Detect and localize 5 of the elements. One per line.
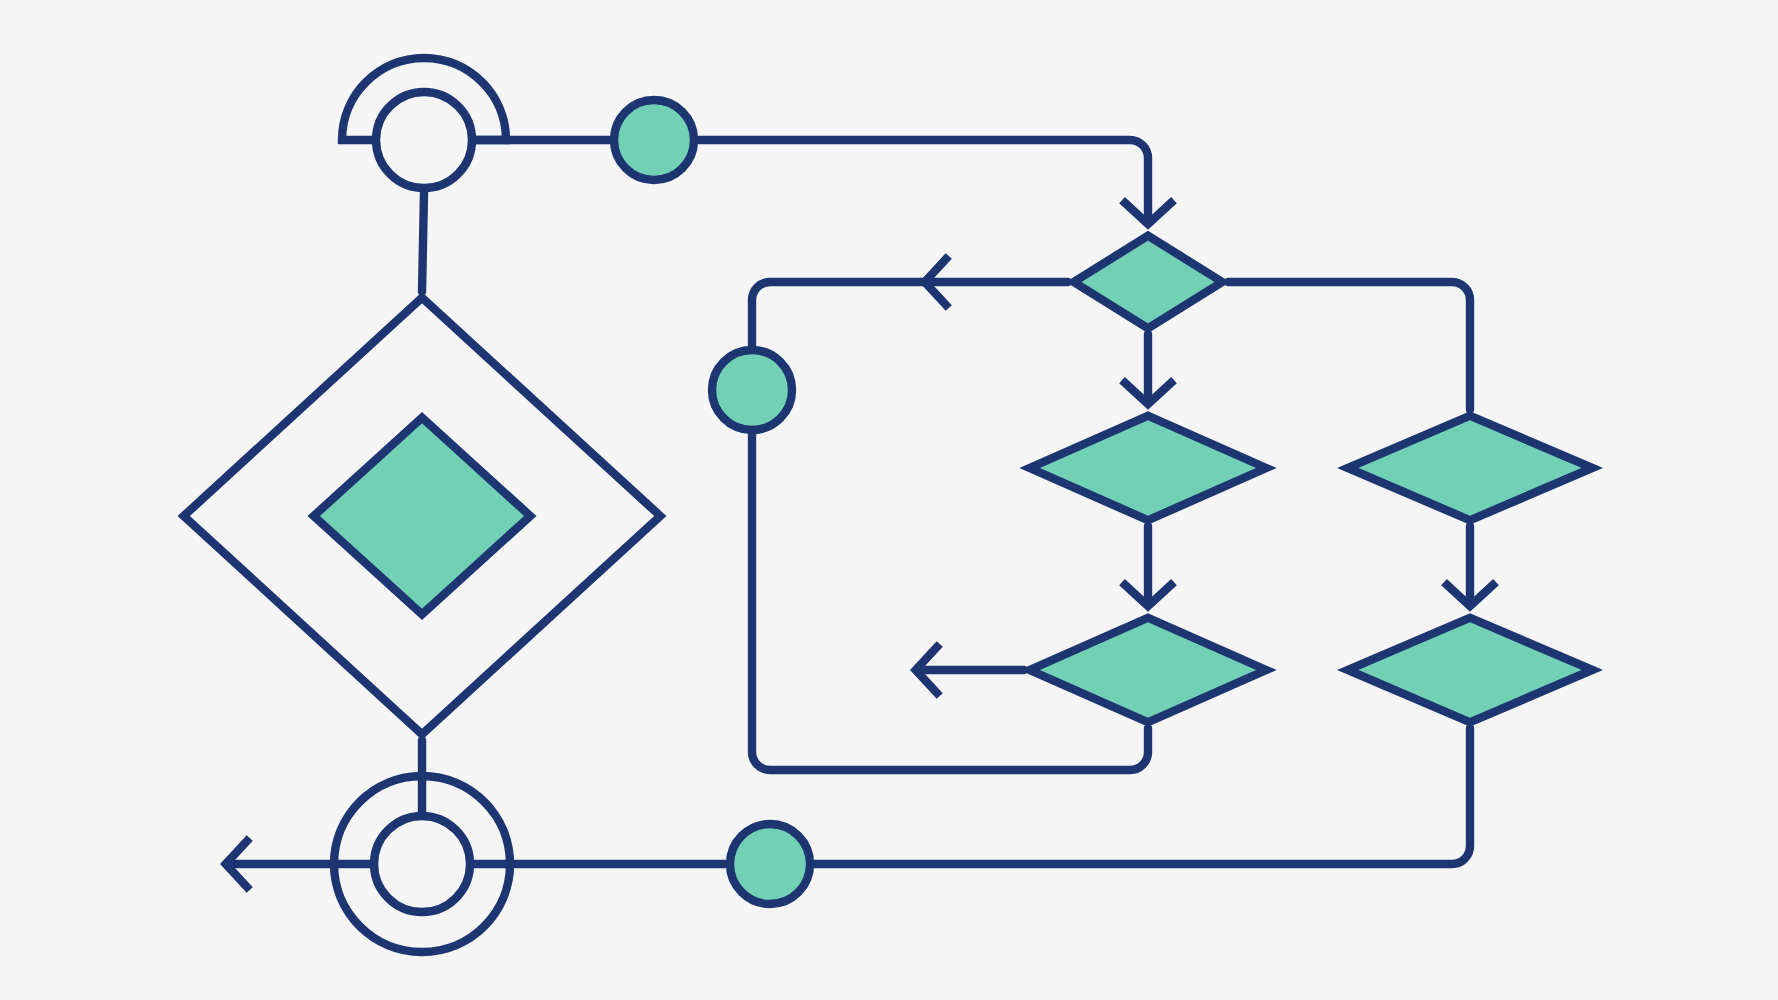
connector-dot <box>725 819 815 909</box>
end-circle <box>329 771 515 957</box>
arrow <box>694 135 1177 230</box>
start-circle <box>337 53 511 193</box>
arrow <box>220 835 374 893</box>
